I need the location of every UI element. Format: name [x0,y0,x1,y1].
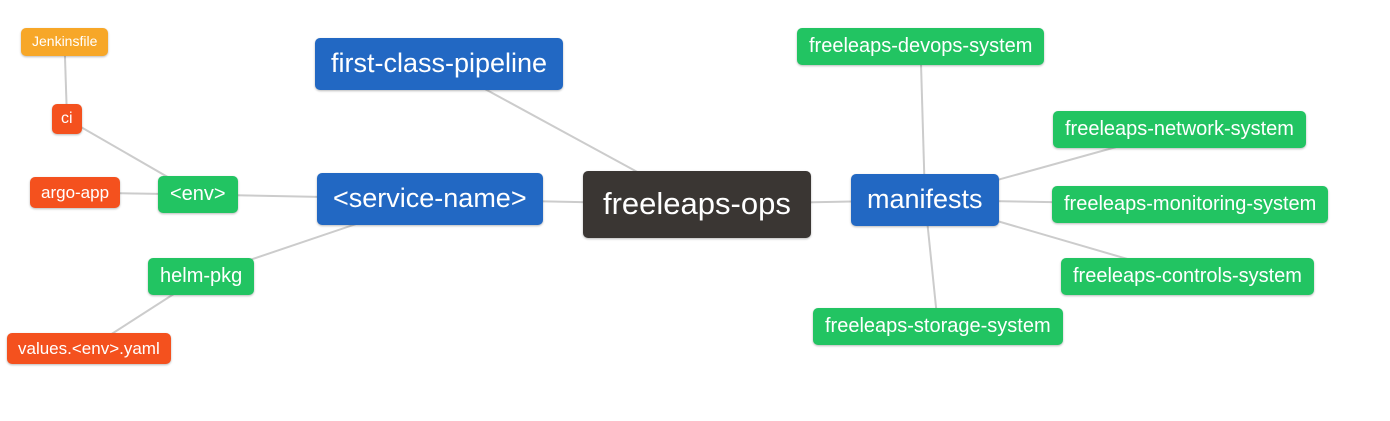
node-helm-pkg[interactable]: helm-pkg [148,258,255,295]
node-freeleaps-devops-system[interactable]: freeleaps-devops-system [797,28,1045,65]
node-env[interactable]: <env> [158,176,238,213]
node-first-class-pipeline[interactable]: first-class-pipeline [315,38,564,90]
node-freeleaps-storage-system[interactable]: freeleaps-storage-system [813,308,1063,345]
node-manifests[interactable]: manifests [851,174,999,226]
node-freeleaps-controls-system[interactable]: freeleaps-controls-system [1061,258,1314,295]
node-ci[interactable]: ci [52,104,82,134]
node-argo-app[interactable]: argo-app [30,177,121,209]
node-freeleaps-ops[interactable]: freeleaps-ops [583,171,811,238]
node-freeleaps-network-system[interactable]: freeleaps-network-system [1053,111,1306,148]
node-values-env-yaml[interactable]: values.<env>.yaml [7,333,171,365]
node-service-name[interactable]: <service-name> [317,173,543,225]
node-jenkinsfile[interactable]: Jenkinsfile [21,28,109,56]
node-freeleaps-monitoring-system[interactable]: freeleaps-monitoring-system [1052,186,1329,223]
